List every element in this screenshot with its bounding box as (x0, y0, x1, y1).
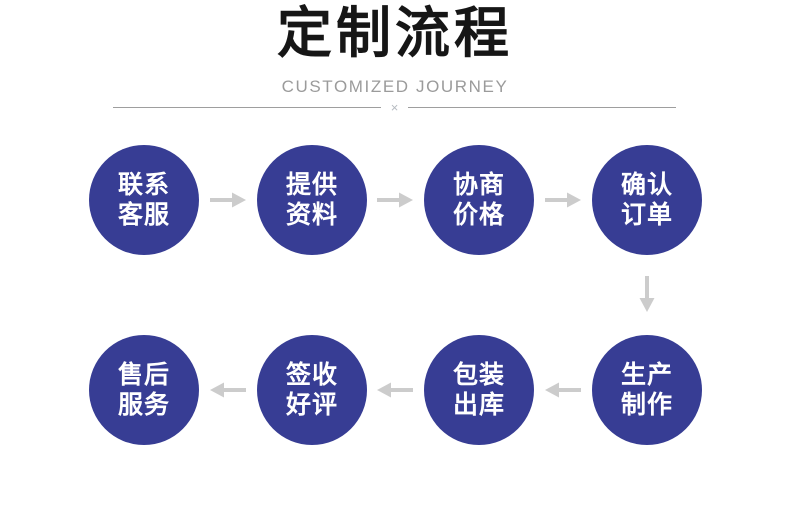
step-label-line: 服务 (117, 391, 170, 419)
step-circle-provide-materials: 提供 资料 (257, 145, 367, 255)
step-label-line: 联系 (117, 171, 170, 199)
step-label-line: 好评 (285, 391, 338, 419)
arrow-down-icon (639, 276, 655, 312)
step-label-line: 价格 (452, 201, 505, 229)
arrow-right-icon (210, 192, 246, 208)
step-circle-sign-and-review: 签收 好评 (257, 335, 367, 445)
title-divider: × (113, 100, 676, 114)
step-label-line: 售后 (117, 361, 170, 389)
arrow-right-icon (545, 192, 581, 208)
step-circle-after-sales-service: 售后 服务 (89, 335, 199, 445)
divider-line-left (113, 106, 381, 108)
step-label-line: 生产 (620, 361, 673, 389)
step-circle-negotiate-price: 协商 价格 (424, 145, 534, 255)
step-label-line: 协商 (452, 171, 505, 199)
step-label-line: 确认 (620, 171, 673, 199)
step-label-line: 提供 (285, 171, 338, 199)
arrow-left-icon (210, 382, 246, 398)
step-label-line: 资料 (285, 201, 338, 229)
arrow-left-icon (545, 382, 581, 398)
step-label-line: 包装 (452, 361, 505, 389)
page-title: 定制流程 (276, 2, 513, 64)
step-label-line: 订单 (620, 201, 673, 229)
page-subtitle: CUSTOMIZED JOURNEY (281, 77, 509, 96)
x-divider-icon: × (390, 99, 399, 115)
step-circle-production: 生产 制作 (592, 335, 702, 445)
step-label-line: 客服 (117, 201, 170, 229)
step-label-line: 签收 (285, 361, 338, 389)
divider-line-right (408, 106, 676, 108)
step-circle-contact-service: 联系 客服 (89, 145, 199, 255)
step-label-line: 出库 (452, 391, 505, 419)
step-circle-pack-and-ship: 包装 出库 (424, 335, 534, 445)
arrow-right-icon (377, 192, 413, 208)
arrow-left-icon (377, 382, 413, 398)
step-label-line: 制作 (620, 391, 673, 419)
step-circle-confirm-order: 确认 订单 (592, 145, 702, 255)
